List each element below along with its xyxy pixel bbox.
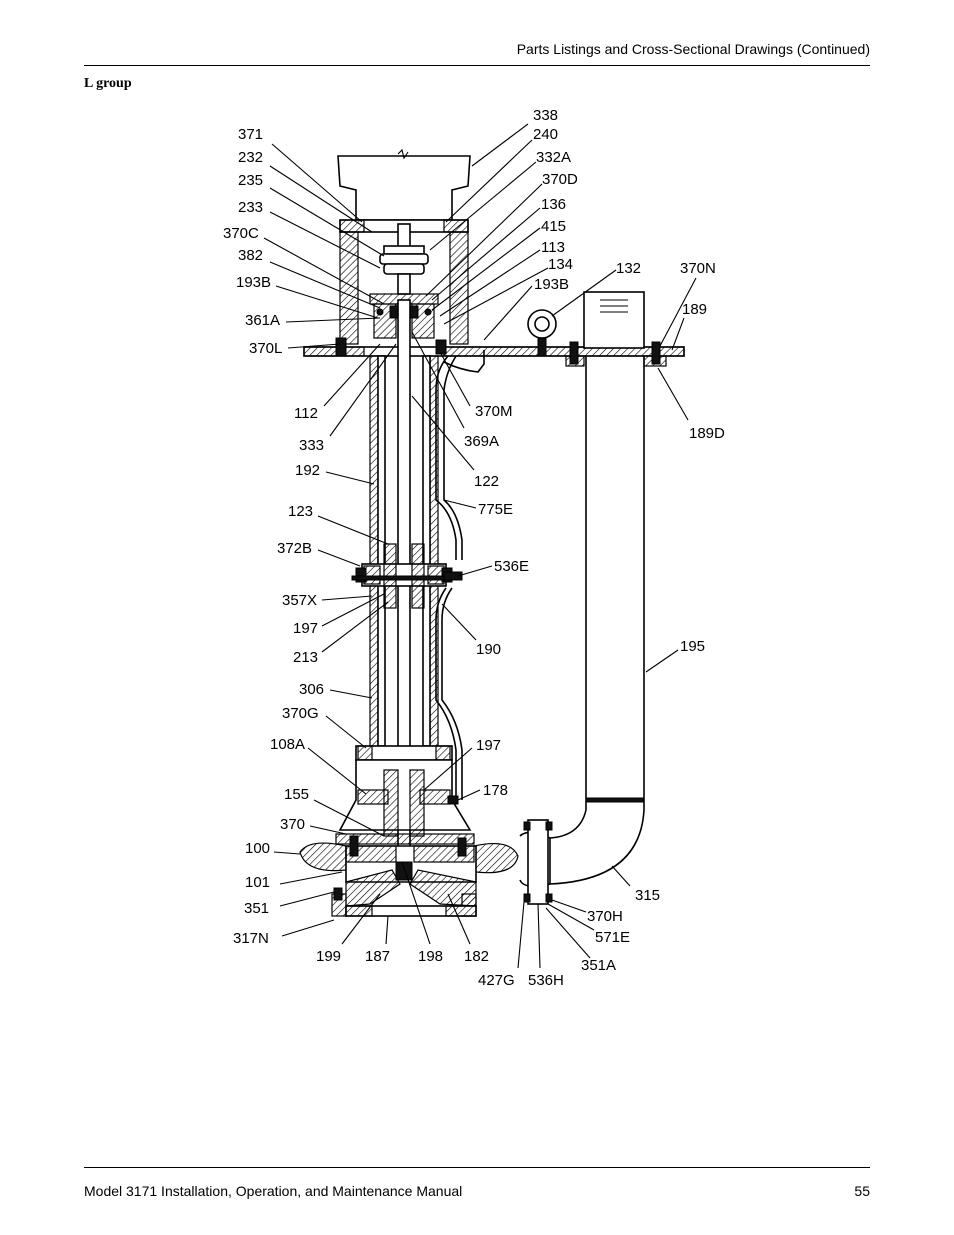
callout-233: 233: [238, 199, 263, 216]
callout-182: 182: [464, 948, 489, 965]
callout-306: 306: [299, 681, 324, 698]
discharge-top-cap: [583, 291, 645, 349]
callout-370: 370: [280, 816, 305, 833]
callout-labels: 338 240 332A 370D 136 415 113 134 193B 1…: [223, 107, 725, 989]
callout-427G: 427G: [478, 972, 515, 989]
callout-382: 382: [238, 247, 263, 264]
callout-571E: 571E: [595, 929, 630, 946]
callout-112: 112: [294, 405, 318, 422]
callout-370G: 370G: [282, 705, 319, 722]
callout-372B: 372B: [277, 540, 312, 557]
callout-351: 351: [244, 900, 269, 917]
callout-199: 199: [316, 948, 341, 965]
callout-213: 213: [293, 649, 318, 666]
callout-134: 134: [548, 256, 573, 273]
callout-415: 415: [541, 218, 566, 235]
page-number: 55: [854, 1183, 870, 1199]
callout-100: 100: [245, 840, 270, 857]
callout-123: 123: [288, 503, 313, 520]
callout-122: 122: [474, 473, 499, 490]
callout-357X: 357X: [282, 592, 317, 609]
footer-rule: [84, 1167, 870, 1168]
discharge-flange: [527, 819, 549, 905]
callout-332A: 332A: [536, 149, 571, 166]
running-header: Parts Listings and Cross-Sectional Drawi…: [516, 41, 870, 57]
motor: [337, 155, 471, 221]
callout-232: 232: [238, 149, 263, 166]
callout-178: 178: [483, 782, 508, 799]
callout-370M: 370M: [475, 403, 513, 420]
callout-536E: 536E: [494, 558, 529, 575]
callout-108A: 108A: [270, 736, 305, 753]
callout-101: 101: [245, 874, 270, 891]
header-rule: [84, 65, 870, 66]
callout-536H: 536H: [528, 972, 564, 989]
callout-155: 155: [284, 786, 309, 803]
callout-192: 192: [295, 462, 320, 479]
callout-370C: 370C: [223, 225, 259, 242]
callout-132: 132: [616, 260, 641, 277]
callout-193B-left: 193B: [236, 274, 271, 291]
callout-317N: 317N: [233, 930, 269, 947]
bracket-left-wall: [339, 231, 359, 345]
callout-leaders: [263, 123, 697, 969]
callout-240: 240: [533, 126, 558, 143]
flush-tubing: [435, 355, 457, 800]
callout-371: 371: [238, 126, 263, 143]
callout-361A: 361A: [245, 312, 280, 329]
callout-197-upper: 197: [293, 620, 318, 637]
bracket-right-wall: [449, 231, 469, 345]
callout-235: 235: [238, 172, 263, 189]
callout-197-lower: 197: [476, 737, 501, 754]
callout-187: 187: [365, 948, 390, 965]
callout-136: 136: [541, 196, 566, 213]
callout-315: 315: [635, 887, 660, 904]
callout-370L: 370L: [249, 340, 282, 357]
callout-189D: 189D: [689, 425, 725, 442]
callout-113: 113: [541, 239, 565, 256]
section-title: L group: [84, 76, 132, 91]
callout-193B-right: 193B: [534, 276, 569, 293]
volute-left: [299, 842, 347, 872]
callout-333: 333: [299, 437, 324, 454]
column-left-wall: [369, 355, 379, 747]
callout-775E: 775E: [478, 501, 513, 518]
callout-351A: 351A: [581, 957, 616, 974]
callout-189: 189: [682, 301, 707, 318]
callout-370N: 370N: [680, 260, 716, 277]
callout-338: 338: [533, 107, 558, 124]
callout-370H: 370H: [587, 908, 623, 925]
callout-195: 195: [680, 638, 705, 655]
elbow-315: [549, 800, 645, 885]
callout-369A: 369A: [464, 433, 499, 450]
callout-370D: 370D: [542, 171, 578, 188]
callout-190: 190: [476, 641, 501, 658]
callout-198: 198: [418, 948, 443, 965]
footer-manual-title: Model 3171 Installation, Operation, and …: [84, 1183, 463, 1199]
pump-assembly: [299, 148, 685, 917]
volute-right: [473, 843, 519, 874]
